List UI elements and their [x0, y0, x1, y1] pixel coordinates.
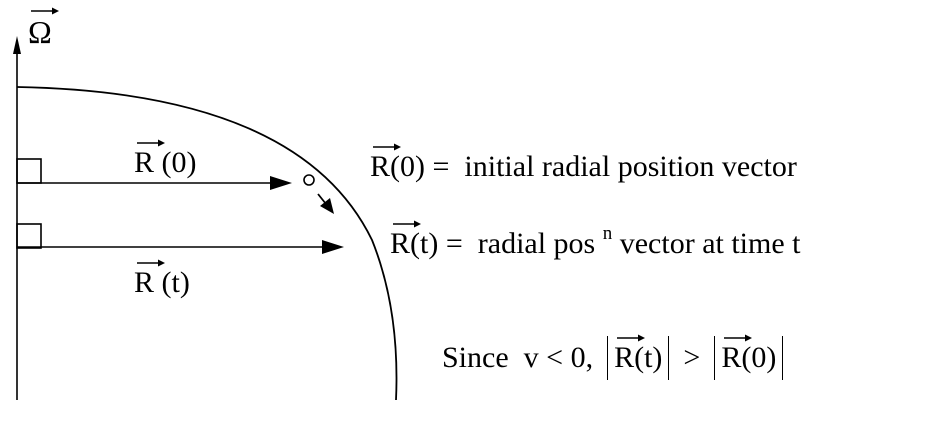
legend-2-argument: (t) [410, 227, 439, 260]
omega-label: Ω [28, 7, 59, 50]
legend-3-operator: > [683, 341, 701, 374]
right-angle-marker-r0 [16, 158, 42, 184]
legend-line-2: R (t) = radial pos n vector at time t [390, 220, 801, 260]
legend-3-lhs-symbol: R [614, 341, 635, 374]
vector-arrow-icon [617, 334, 646, 342]
omega-vector: Ω [28, 7, 59, 50]
omega-symbol: Ω [28, 14, 52, 50]
legend-line-3: Since v < 0, R (t) > R (0) [442, 334, 784, 380]
legend-3-prefix: Since v < 0, [442, 341, 594, 374]
legend-3-lhs-vector-symbol: R [614, 334, 646, 374]
legend-line-1: R (0) = initial radial position vector [370, 143, 797, 183]
legend-1-argument: (0) [390, 150, 425, 183]
particle [303, 174, 315, 186]
legend-1-text: = initial radial position vector [432, 150, 797, 183]
legend-3-rhs-symbol: R [721, 341, 742, 374]
magnitude-r0: R (0) [714, 334, 784, 380]
boundary-arc [16, 86, 398, 401]
particle-velocity-arrowhead [320, 198, 334, 214]
legend-1-symbol: R [370, 150, 391, 183]
legend-2-superscript: n [602, 223, 613, 244]
legend-3-rhs-argument: (0) [741, 341, 777, 374]
r0-symbol: R [134, 146, 155, 179]
legend-2-text-a: = radial pos [445, 227, 596, 260]
r0-vector-symbol: R [134, 139, 165, 179]
rt-argument: (t) [161, 266, 190, 299]
legend-3-rhs-vector-symbol: R [721, 334, 753, 374]
vector-arrow-icon [393, 220, 421, 228]
rt-label: R (t) [134, 259, 190, 299]
rt-symbol: R [134, 266, 155, 299]
rotation-axis-arrowhead [13, 36, 21, 54]
vector-arrow-icon [137, 139, 165, 147]
vector-arrow-icon [373, 143, 401, 151]
legend-3-lhs-argument: (t) [634, 341, 663, 374]
r0-argument: (0) [161, 146, 197, 179]
vector-arrow-icon [31, 7, 59, 15]
vector-arrow-icon [137, 259, 165, 267]
vector-arrow-icon [724, 334, 753, 342]
legend-2-text-b: vector at time t [612, 227, 801, 260]
legend-1-vector-symbol: R [370, 143, 401, 183]
legend-2-vector-symbol: R [390, 220, 421, 260]
vector-r0-arrowhead [270, 176, 292, 190]
magnitude-rt: R (t) [607, 334, 670, 380]
vector-rt-arrowhead [322, 240, 344, 254]
rt-vector-symbol: R [134, 259, 165, 299]
right-angle-marker-rt [16, 223, 42, 249]
r0-label: R (0) [134, 139, 197, 179]
legend-2-symbol: R [390, 227, 411, 260]
